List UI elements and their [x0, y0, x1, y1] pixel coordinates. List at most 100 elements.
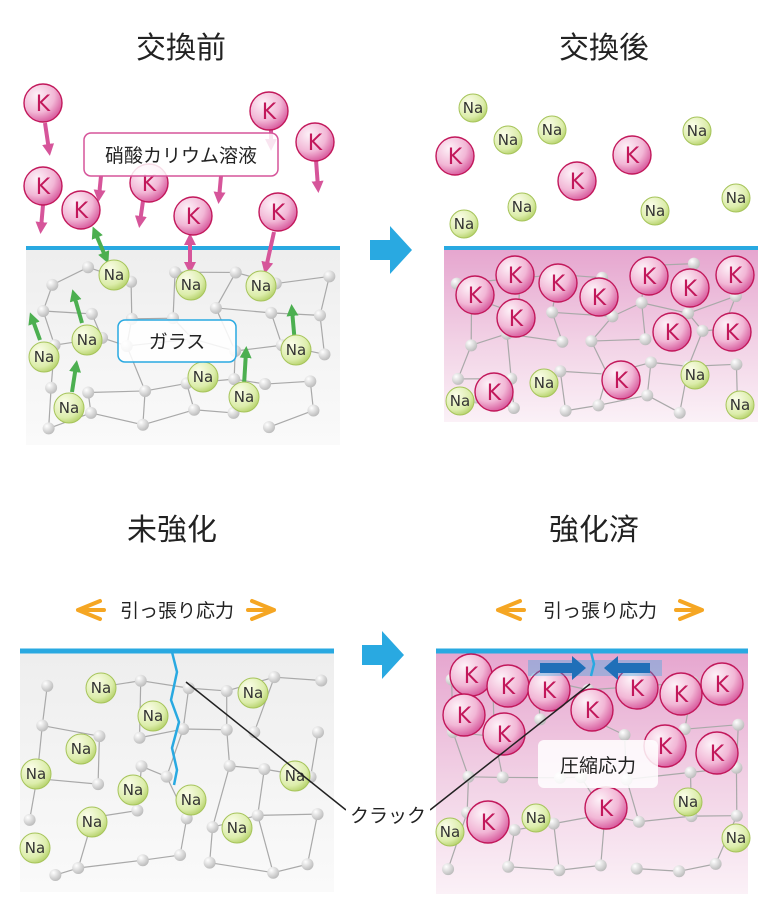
ion-symbol: Na: [82, 813, 102, 831]
sodium-ion: Na: [228, 381, 260, 413]
ion-symbol: Na: [193, 368, 213, 386]
network-node: [229, 266, 242, 279]
potassium-ion: K: [482, 712, 526, 756]
network-node: [451, 372, 464, 385]
ion-symbol: K: [570, 170, 585, 195]
ion-symbol: Na: [726, 829, 746, 847]
potassium-ion: K: [295, 122, 335, 162]
ion-symbol: K: [271, 201, 286, 226]
network-bond: [52, 266, 89, 286]
sodium-ion: Na: [98, 259, 130, 291]
sodium-ion: Na: [449, 209, 479, 239]
glass-label: ガラス: [149, 331, 206, 353]
potassium-ion: K: [527, 668, 571, 712]
network-node: [547, 817, 560, 830]
sodium-ion: Na: [20, 758, 52, 790]
title-unstrengthened: 未強化: [127, 513, 217, 548]
network-bond: [226, 729, 231, 766]
network-bond: [88, 390, 146, 394]
network-node: [228, 373, 241, 386]
ion-symbol: Na: [243, 684, 263, 702]
potassium-ion: K: [23, 83, 63, 123]
ion-migration-arrow: [69, 360, 82, 393]
network-node: [639, 333, 652, 346]
potassium-ion: K: [557, 161, 597, 201]
sodium-ion: Na: [65, 733, 97, 765]
sodium-ion: Na: [53, 392, 85, 424]
network-node: [220, 684, 233, 697]
sodium-ion: Na: [521, 803, 551, 833]
network-node: [496, 771, 509, 784]
network-bond: [319, 276, 330, 316]
network-node: [534, 713, 547, 726]
network-bond: [553, 823, 560, 871]
sodium-ion: Na: [507, 192, 537, 222]
potassium-ion: K: [474, 372, 514, 412]
network-bond: [179, 818, 188, 856]
network-bond: [142, 409, 195, 426]
tensile-stress-label: 引っ張り応力: [120, 600, 234, 622]
network-bond: [275, 275, 330, 285]
tension-arrow-right-icon: [246, 599, 276, 621]
network-node: [559, 404, 572, 417]
ion-symbol: Na: [25, 839, 45, 857]
network-node: [311, 808, 324, 821]
network-node: [45, 381, 58, 394]
sodium-ion: Na: [117, 774, 149, 806]
network-bond: [646, 394, 680, 414]
ion-symbol: Na: [512, 198, 532, 216]
network-node: [508, 823, 521, 836]
ion-symbol: K: [592, 286, 607, 311]
ion-migration-arrow: [213, 175, 226, 204]
ion-symbol: Na: [59, 399, 79, 417]
tension-arrow-left-icon: [76, 599, 106, 621]
potassium-ion: K: [538, 263, 578, 303]
ion-symbol: K: [665, 321, 680, 346]
network-bond: [215, 307, 272, 314]
potassium-ion: K: [455, 275, 495, 315]
potassium-ion: K: [61, 190, 101, 230]
glass-label-box: [117, 319, 237, 363]
network-bond: [145, 382, 187, 392]
network-bond: [90, 412, 144, 426]
network-node: [323, 270, 336, 283]
potassium-ion: K: [670, 268, 710, 308]
sodium-ion: Na: [245, 270, 277, 302]
ion-symbol: Na: [542, 121, 562, 139]
network-node: [556, 335, 569, 348]
sodium-ion: Na: [85, 672, 117, 704]
network-bond: [636, 868, 680, 872]
tensile-stress-label: 引っ張り応力: [543, 600, 657, 622]
sodium-ion: Na: [721, 183, 751, 213]
sodium-ion: Na: [237, 677, 269, 709]
network-node: [251, 809, 264, 822]
potassium-ion: K: [695, 731, 739, 775]
network-node: [307, 404, 320, 417]
network-bond: [319, 315, 326, 355]
sodium-ion: Na: [680, 360, 710, 390]
compressive-stress-label-box: [538, 740, 658, 788]
network-bond: [457, 345, 472, 380]
network-node: [502, 860, 515, 873]
network-node: [259, 378, 272, 391]
ion-symbol: Na: [678, 793, 698, 811]
ion-symbol: Na: [227, 819, 247, 837]
network-node: [42, 422, 55, 435]
network-bond: [78, 859, 143, 869]
network-node: [592, 399, 605, 412]
ion-symbol: Na: [181, 276, 201, 294]
potassium-ion: K: [652, 312, 692, 352]
network-node: [312, 726, 325, 739]
network-bond: [452, 731, 470, 777]
network-node: [630, 862, 643, 875]
network-bond: [182, 688, 190, 730]
potassium-ion: K: [466, 800, 510, 844]
network-node: [136, 854, 149, 867]
potassium-ion: K: [449, 653, 493, 697]
network-bond: [470, 333, 508, 346]
ion-symbol: K: [457, 704, 472, 729]
potassium-ion: K: [615, 666, 659, 710]
potassium-ion: K: [435, 136, 475, 176]
